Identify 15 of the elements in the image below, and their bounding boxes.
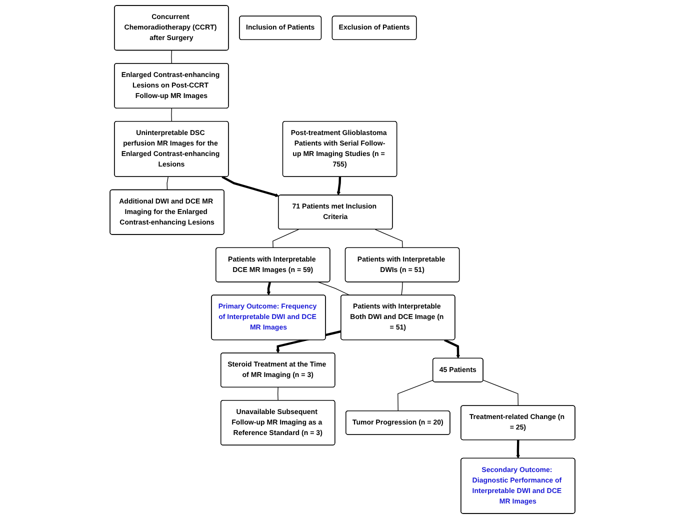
connector: [401, 282, 403, 296]
arrow: [336, 176, 342, 196]
connector: [482, 380, 518, 406]
connector: [374, 229, 403, 248]
arrow: [516, 440, 520, 459]
connector: [166, 176, 168, 190]
connector: [318, 282, 350, 296]
connector: [398, 380, 434, 412]
connector: [171, 108, 172, 122]
connector: [272, 229, 299, 248]
arrow: [444, 339, 460, 359]
arrow: [266, 282, 271, 296]
arrow: [276, 330, 342, 354]
connector: [171, 50, 172, 64]
arrow: [222, 176, 280, 198]
